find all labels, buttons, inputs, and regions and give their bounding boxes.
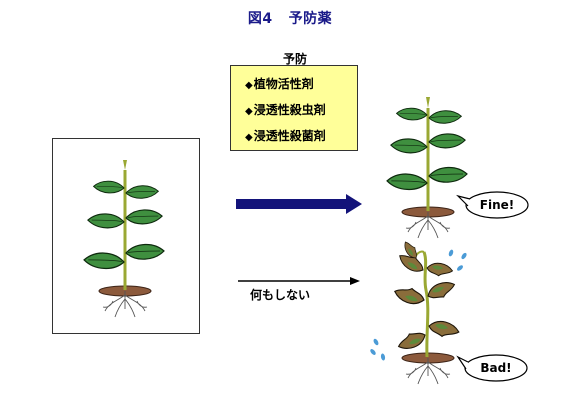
prevention-box: ◆植物活性剤 ◆浸透性殺虫剤 ◆浸透性殺菌剤 bbox=[230, 65, 358, 151]
diamond-bullet-icon: ◆ bbox=[245, 132, 253, 143]
diamond-bullet-icon: ◆ bbox=[245, 106, 253, 117]
prevention-arrow bbox=[236, 194, 362, 214]
sick-plant bbox=[392, 238, 462, 385]
figure-title-text: 予防薬 bbox=[288, 11, 333, 27]
bad-text: Bad! bbox=[480, 361, 511, 375]
prevention-item-systemic-fungicide: ◆浸透性殺菌剤 bbox=[245, 129, 326, 143]
fine-text: Fine! bbox=[480, 198, 514, 212]
no-action-label: 何もしない bbox=[250, 288, 311, 302]
prevention-item-systemic-insecticide: ◆浸透性殺虫剤 bbox=[245, 103, 326, 117]
diamond-bullet-icon: ◆ bbox=[245, 80, 253, 91]
prevention-label: 予防 bbox=[282, 52, 307, 66]
bad-speech-bubble: Bad! bbox=[456, 354, 528, 382]
no-action-arrow bbox=[238, 277, 360, 285]
figure-title: 図4 予防薬 bbox=[0, 8, 580, 28]
initial-plant bbox=[83, 160, 165, 318]
healthy-plant bbox=[386, 97, 468, 239]
fine-speech-bubble: Fine! bbox=[456, 191, 529, 219]
prevention-item-plant-activator: ◆植物活性剤 bbox=[245, 77, 314, 91]
water-drops bbox=[370, 249, 467, 361]
figure-number: 図4 bbox=[247, 11, 273, 27]
